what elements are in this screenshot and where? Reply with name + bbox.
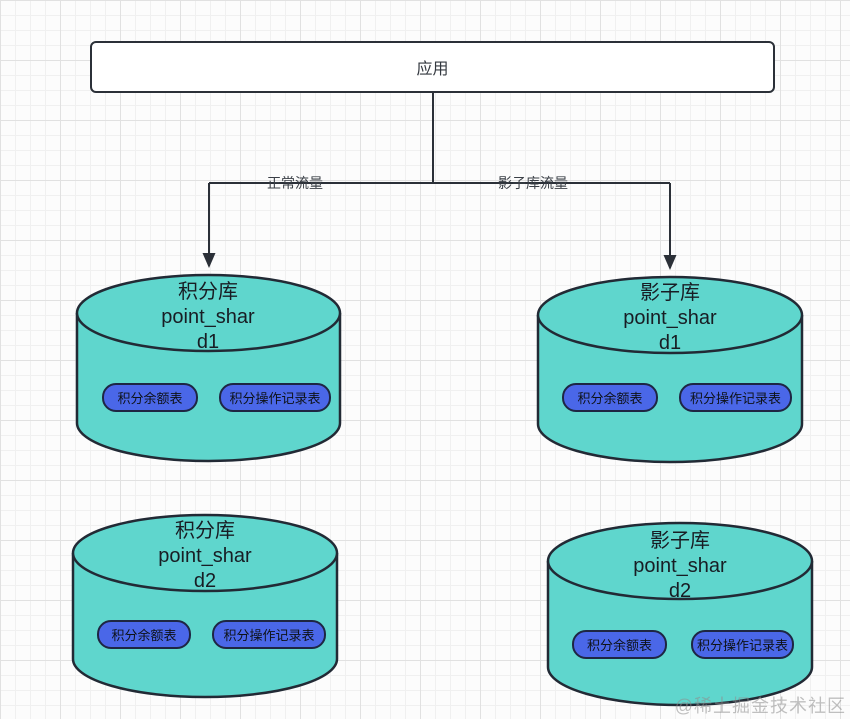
cylinder-body — [536, 315, 804, 464]
cylinder-point-shard2-shadow — [546, 521, 814, 707]
cylinder-point-shard2-normal — [71, 513, 339, 699]
table-pill-label: 积分操作记录表 — [689, 391, 781, 406]
cylinder-top — [75, 273, 342, 353]
cylinder-top — [546, 521, 814, 601]
cylinder-body — [546, 561, 814, 707]
table-pill-balance: 积分余额表 — [97, 620, 191, 649]
db-subtitle: point_shar — [623, 307, 717, 329]
table-pill-label: 积分余额表 — [577, 391, 643, 406]
db-shard: d1 — [196, 331, 220, 353]
db-title-point-shard2-shadow: 影子库 point_shar d2 — [570, 529, 790, 604]
table-pill-label: 积分余额表 — [111, 628, 177, 643]
cylinder-top — [71, 513, 339, 593]
cylinder-body — [75, 313, 342, 463]
db-subtitle: point_shar — [158, 545, 252, 567]
table-pill-balance: 积分余额表 — [572, 630, 667, 659]
db-name: 积分库 — [178, 281, 238, 303]
cylinder-top — [536, 275, 804, 355]
table-pill-record: 积分操作记录表 — [219, 383, 331, 412]
table-pill-balance: 积分余额表 — [562, 383, 658, 412]
db-shard: d1 — [658, 332, 682, 354]
db-subtitle: point_shar — [633, 555, 727, 577]
flow-label-shadow: 影子库流量 — [498, 175, 568, 191]
flow-label-normal: 正常流量 — [267, 175, 323, 191]
db-title-point-shard2-normal: 积分库 point_shar d2 — [95, 519, 315, 594]
connector-app-split — [202, 91, 677, 270]
cylinder-body — [71, 553, 339, 699]
db-shard: d2 — [668, 580, 692, 602]
db-name: 影子库 — [640, 282, 700, 304]
app-node: 应用 — [90, 41, 775, 93]
table-pill-label: 积分操作记录表 — [223, 628, 315, 643]
table-pill-record: 积分操作记录表 — [691, 630, 794, 659]
watermark: @稀土掘金技术社区 — [674, 696, 846, 716]
db-title-point-shard1-normal: 积分库 point_shar d1 — [98, 280, 318, 355]
table-pill-balance: 积分余额表 — [102, 383, 198, 412]
db-name: 影子库 — [650, 530, 710, 552]
table-pill-label: 积分余额表 — [586, 638, 652, 653]
table-pill-label: 积分余额表 — [117, 391, 183, 406]
table-pill-record: 积分操作记录表 — [212, 620, 326, 649]
cylinder-point-shard1-shadow — [536, 275, 804, 464]
cylinder-point-shard1-normal — [75, 273, 342, 463]
db-subtitle: point_shar — [161, 306, 255, 328]
table-pill-label: 积分操作记录表 — [229, 391, 321, 406]
table-pill-label: 积分操作记录表 — [696, 638, 788, 653]
db-shard: d2 — [193, 570, 217, 592]
db-title-point-shard1-shadow: 影子库 point_shar d1 — [560, 281, 780, 356]
table-pill-record: 积分操作记录表 — [679, 383, 792, 412]
app-label: 应用 — [416, 61, 449, 78]
db-name: 积分库 — [175, 520, 235, 542]
